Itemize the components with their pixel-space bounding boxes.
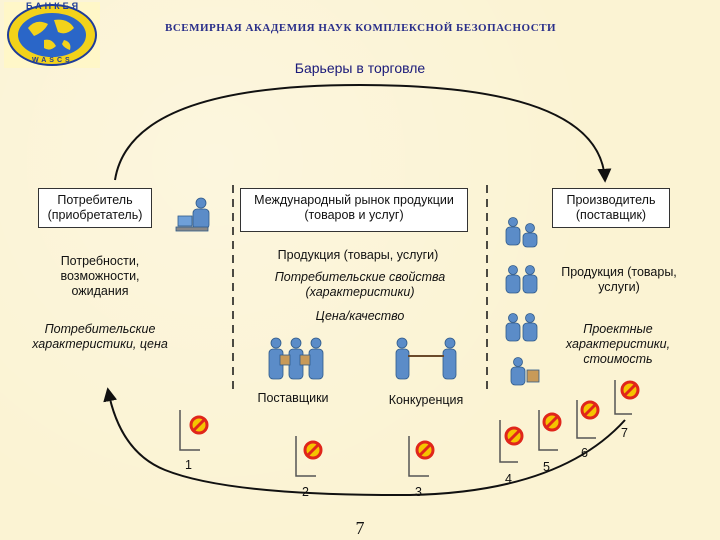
barrier-5 (538, 410, 558, 451)
consumer-person-icon (175, 197, 210, 232)
tug-of-war-icon (395, 337, 457, 380)
barrier-3 (408, 436, 429, 477)
barrier-number-1: 1 (185, 458, 192, 472)
barrier-2 (295, 436, 316, 477)
barrier-4 (499, 420, 518, 463)
barrier-number-6: 6 (581, 446, 588, 460)
logo-top-text: БАНКЕЯ (26, 1, 82, 11)
price-quality: Цена/качество (315, 309, 405, 323)
consumer-properties: Потребительские свойства (характеристики… (274, 270, 446, 299)
consumer-box: Потребитель (приобретатель) (38, 188, 152, 228)
globe-icon (4, 2, 100, 68)
barrier-number-4: 4 (505, 472, 512, 486)
academy-logo: БАНКЕЯ WASCS (4, 1, 100, 68)
suppliers-label: Поставщики (257, 391, 329, 405)
consumer-characteristics: Потребительские характеристики, цена (32, 322, 168, 351)
top-flow-arrow (114, 83, 612, 183)
barrier-6 (576, 400, 596, 439)
producer-workers-icon (505, 217, 540, 386)
consumer-needs: Потребности, возможности, ожидания (60, 254, 140, 298)
market-product: Продукция (товары, услуги) (277, 248, 439, 262)
slide-title: Барьеры в торговле (294, 60, 426, 76)
barrier-1 (179, 410, 200, 451)
barrier-number-3: 3 (415, 485, 422, 499)
producer-box: Производитель (поставщик) (552, 188, 670, 228)
barrier-number-5: 5 (543, 460, 550, 474)
design-characteristics: Проектные характеристики, стоимость (565, 322, 671, 366)
logo-bottom-text: WASCS (32, 57, 73, 64)
market-box: Международный рынок продукции (товаров и… (240, 188, 468, 232)
barrier-number-7: 7 (621, 426, 628, 440)
page-number: 7 (355, 518, 365, 538)
academy-title: ВСЕМИРНАЯ АКАДЕМИЯ НАУК КОМПЛЕКСНОЙ БЕЗО… (165, 22, 557, 34)
suppliers-people-icon (268, 337, 324, 380)
barrier-7 (614, 380, 632, 415)
barrier-number-2: 2 (302, 485, 309, 499)
competition-label: Конкуренция (388, 393, 464, 407)
producer-product: Продукция (товары, услуги) (561, 265, 677, 294)
bottom-flow-arrow (103, 387, 626, 497)
